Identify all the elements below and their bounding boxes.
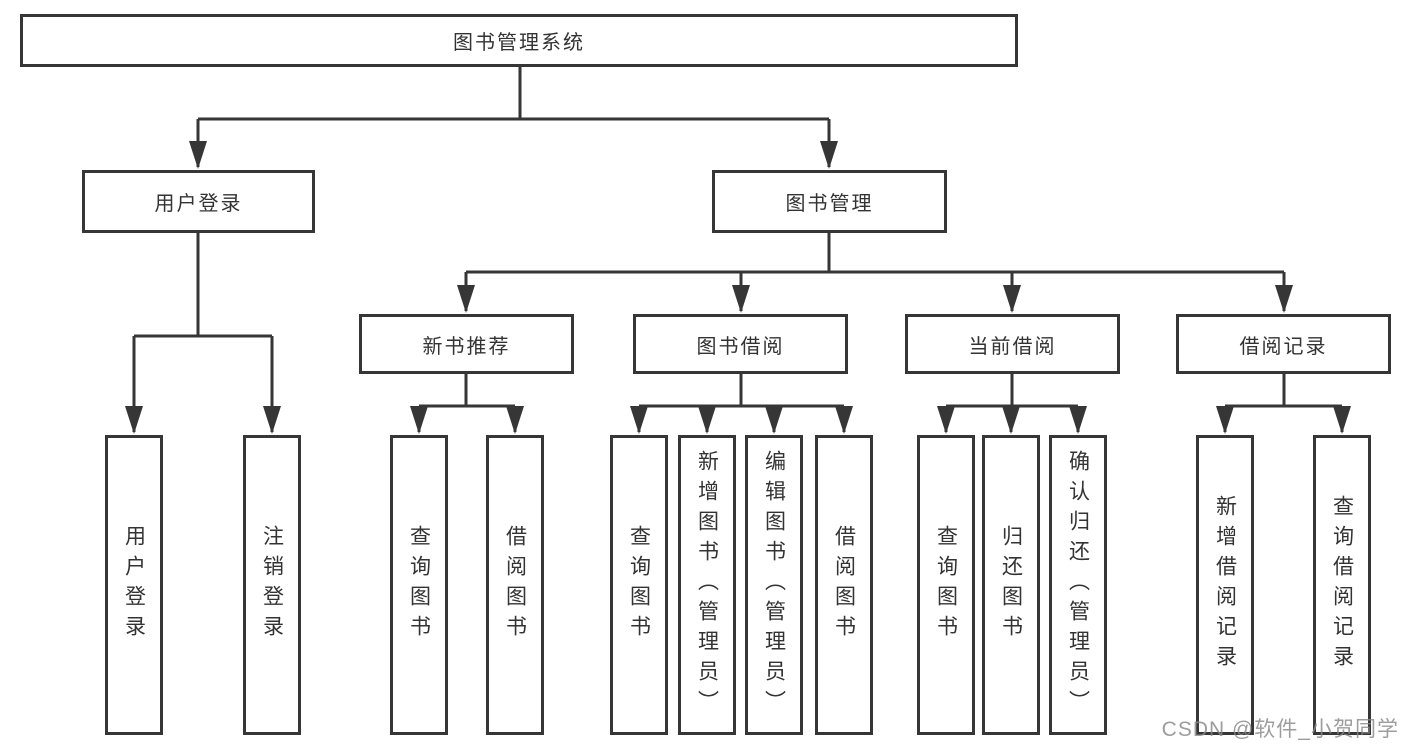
leaf-bb-query-books: 查询图书: [610, 435, 668, 735]
leaf-nbr-borrow-books-label: 借阅图书: [503, 525, 527, 645]
leaf-br-query-record: 查询借阅记录: [1313, 435, 1371, 735]
node-user-login-label: 用户登录: [154, 193, 243, 215]
node-book-management-label: 图书管理: [785, 193, 874, 215]
leaf-logout: 注销登录: [243, 435, 301, 735]
leaf-cb-query-books-label: 查询图书: [934, 525, 958, 645]
connector-borrow-record-children: [1216, 374, 1351, 434]
leaf-nbr-borrow-books: 借阅图书: [486, 435, 544, 735]
leaf-bb-edit-books-admin-label: 编辑图书（管理员）: [762, 450, 786, 720]
leaf-bb-borrow-books-label: 借阅图书: [832, 525, 856, 645]
node-book-management: 图书管理: [712, 170, 947, 233]
leaf-cb-return-books-label: 归还图书: [999, 525, 1023, 645]
leaf-br-query-record-label: 查询借阅记录: [1330, 495, 1354, 675]
leaf-br-add-record: 新增借阅记录: [1196, 435, 1254, 735]
node-root-label: 图书管理系统: [453, 32, 585, 54]
leaf-user-login: 用户登录: [105, 435, 163, 735]
connector-user-login-children: [125, 233, 281, 434]
node-borrow-record-label: 借阅记录: [1239, 335, 1328, 358]
node-user-login: 用户登录: [82, 170, 315, 233]
node-book-borrow-label: 图书借阅: [696, 335, 785, 358]
leaf-bb-edit-books-admin: 编辑图书（管理员）: [745, 435, 803, 735]
leaf-bb-query-books-label: 查询图书: [627, 525, 651, 645]
leaf-bb-add-books-admin: 新增图书（管理员）: [678, 435, 736, 735]
leaf-nbr-query-books: 查询图书: [390, 435, 448, 735]
node-borrow-record: 借阅记录: [1176, 314, 1391, 374]
leaf-bb-add-books-admin-label: 新增图书（管理员）: [695, 450, 719, 720]
node-new-book-recommend-label: 新书推荐: [422, 335, 511, 358]
connector-current-borrow-children: [937, 374, 1087, 434]
node-book-borrow: 图书借阅: [633, 314, 848, 374]
leaf-cb-confirm-return-admin: 确认归还（管理员）: [1049, 435, 1107, 735]
leaf-br-add-record-label: 新增借阅记录: [1213, 495, 1237, 675]
node-root: 图书管理系统: [20, 14, 1018, 67]
leaf-bb-borrow-books: 借阅图书: [815, 435, 873, 735]
node-current-borrow: 当前借阅: [905, 314, 1120, 374]
leaf-cb-confirm-return-admin-label: 确认归还（管理员）: [1066, 450, 1090, 720]
connector-new-book-rec-children: [410, 374, 524, 434]
leaf-user-login-label: 用户登录: [122, 525, 146, 645]
leaf-cb-return-books: 归还图书: [982, 435, 1040, 735]
connector-book-mgmt-children: [457, 233, 1293, 313]
node-new-book-recommend: 新书推荐: [359, 314, 574, 374]
leaf-logout-label: 注销登录: [260, 525, 284, 645]
leaf-nbr-query-books-label: 查询图书: [407, 525, 431, 645]
csdn-watermark: CSDN @软件_小贺同学: [1161, 718, 1399, 741]
leaf-cb-query-books: 查询图书: [917, 435, 975, 735]
connector-book-borrow-children: [630, 374, 853, 434]
connector-root-to-level2: [189, 67, 838, 169]
node-current-borrow-label: 当前借阅: [968, 335, 1057, 358]
